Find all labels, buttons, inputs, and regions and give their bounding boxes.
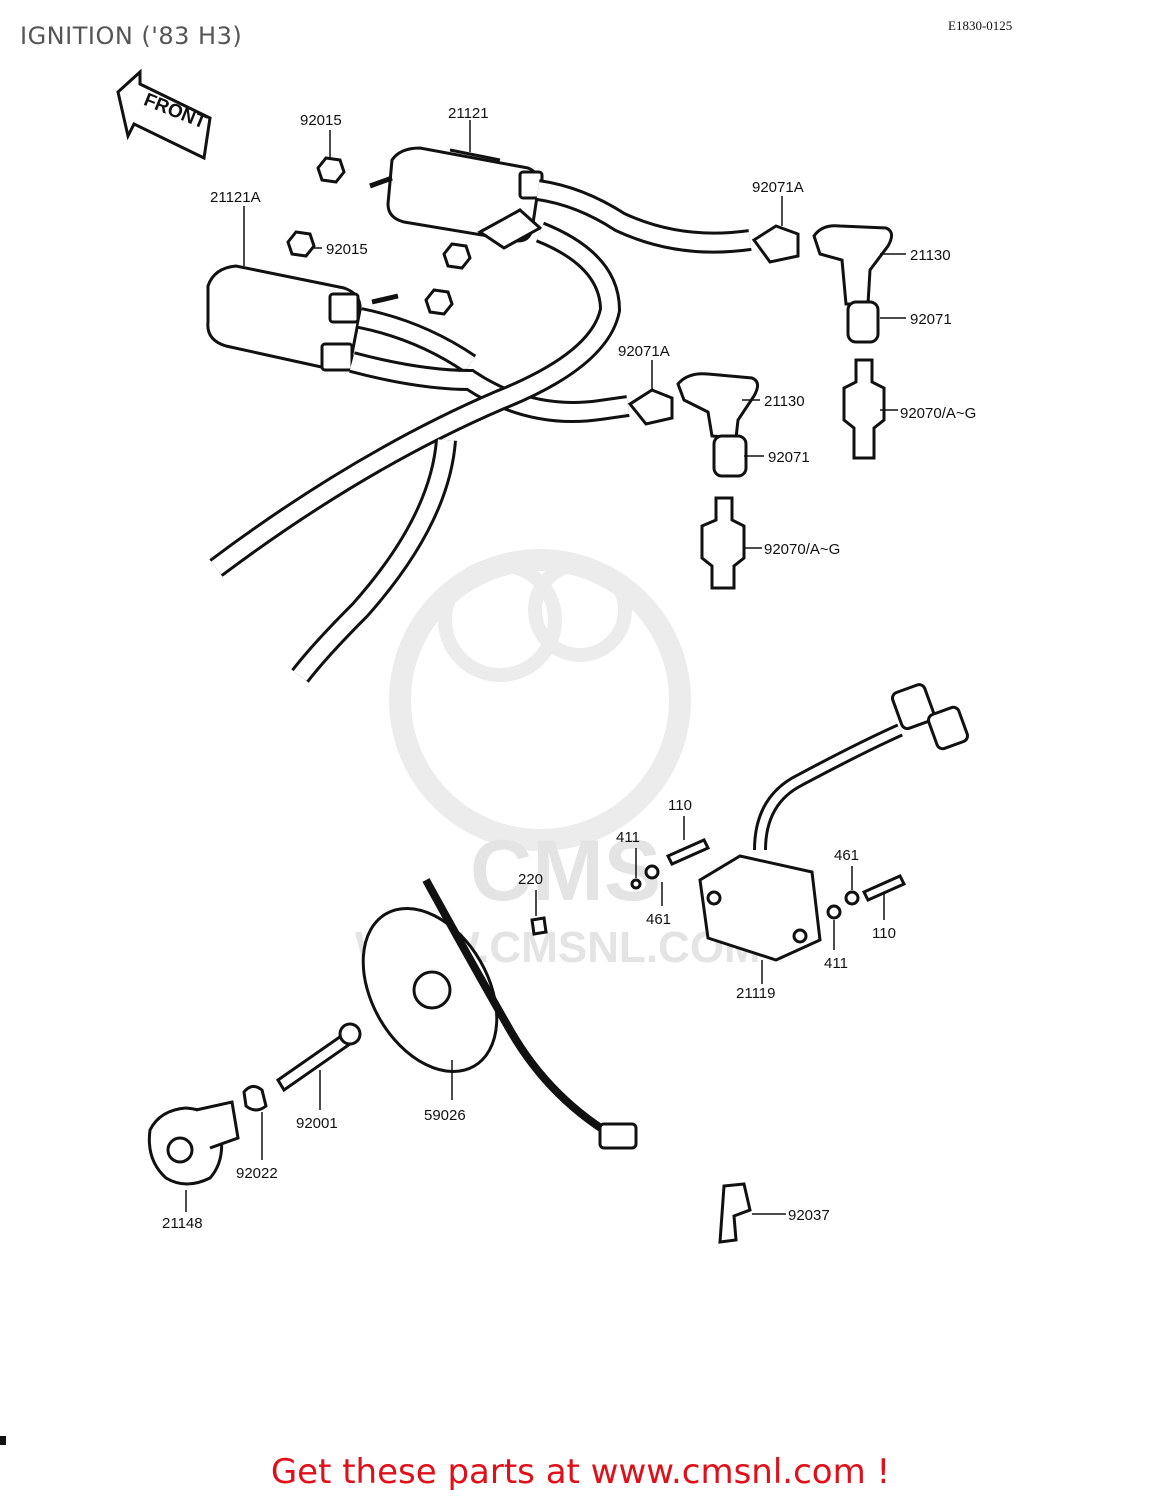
callout-92037: 92037 <box>788 1207 830 1224</box>
callout-59026: 59026 <box>424 1107 466 1124</box>
callout-21121: 21121 <box>448 105 489 122</box>
callout-411-right: 411 <box>824 955 848 972</box>
ignition-coil-21121-icon <box>369 146 544 250</box>
nut-92015-icon <box>286 156 472 316</box>
bolt-92001-icon <box>242 1022 362 1112</box>
hardware-icon <box>530 838 907 1244</box>
callout-92001: 92001 <box>296 1115 338 1132</box>
callout-461-right: 461 <box>834 847 859 864</box>
diagram-title: IGNITION ('83 H3) <box>20 22 243 50</box>
callouts: 92015 21121 21121A 92015 92071A 21130 92… <box>162 105 976 1232</box>
callout-21130-right: 21130 <box>910 247 951 264</box>
corner-mark <box>0 1436 6 1445</box>
callout-92070-mid: 92070/A~G <box>764 541 840 558</box>
callout-220: 220 <box>518 871 543 888</box>
callout-21119: 21119 <box>736 985 776 1002</box>
callout-461-left: 461 <box>646 911 671 928</box>
callout-92071-right: 92071 <box>910 311 952 328</box>
front-arrow-icon: FRONT <box>116 68 212 161</box>
callout-92071A-mid: 92071A <box>618 343 670 360</box>
callout-21148: 21148 <box>162 1215 203 1232</box>
parts-diagram: CMS WWW.CMSNL.COM FRONT <box>0 68 976 1445</box>
callout-110-right: 110 <box>872 925 896 942</box>
timing-advancer-21148-icon <box>147 1100 240 1186</box>
igniter-21119-icon <box>698 683 970 962</box>
callout-21121A: 21121A <box>210 189 261 206</box>
callout-110-left: 110 <box>668 797 692 814</box>
callout-92015-mid: 92015 <box>326 241 368 258</box>
callout-92022: 92022 <box>236 1165 278 1182</box>
plug-cap-mid-icon <box>627 372 759 590</box>
plug-cap-right-icon <box>751 224 893 460</box>
callout-92071-mid: 92071 <box>768 449 810 466</box>
callout-21130-mid: 21130 <box>764 393 805 410</box>
callout-92071A-right: 92071A <box>752 179 804 196</box>
watermark-brand: CMS <box>470 823 661 919</box>
leader-lines <box>185 120 906 1215</box>
callout-92070-right: 92070/A~G <box>900 405 976 422</box>
ht-lead-icon <box>209 179 752 683</box>
callout-92015-top: 92015 <box>300 112 342 129</box>
footer-promo-text: Get these parts at www.cmsnl.com ! <box>270 1452 891 1492</box>
callout-411-left: 411 <box>616 829 640 846</box>
ignition-coil-21121A-icon <box>206 264 399 372</box>
diagram-code: E1830-0125 <box>948 18 1013 33</box>
pickup-plate-59026-icon <box>361 878 638 1150</box>
